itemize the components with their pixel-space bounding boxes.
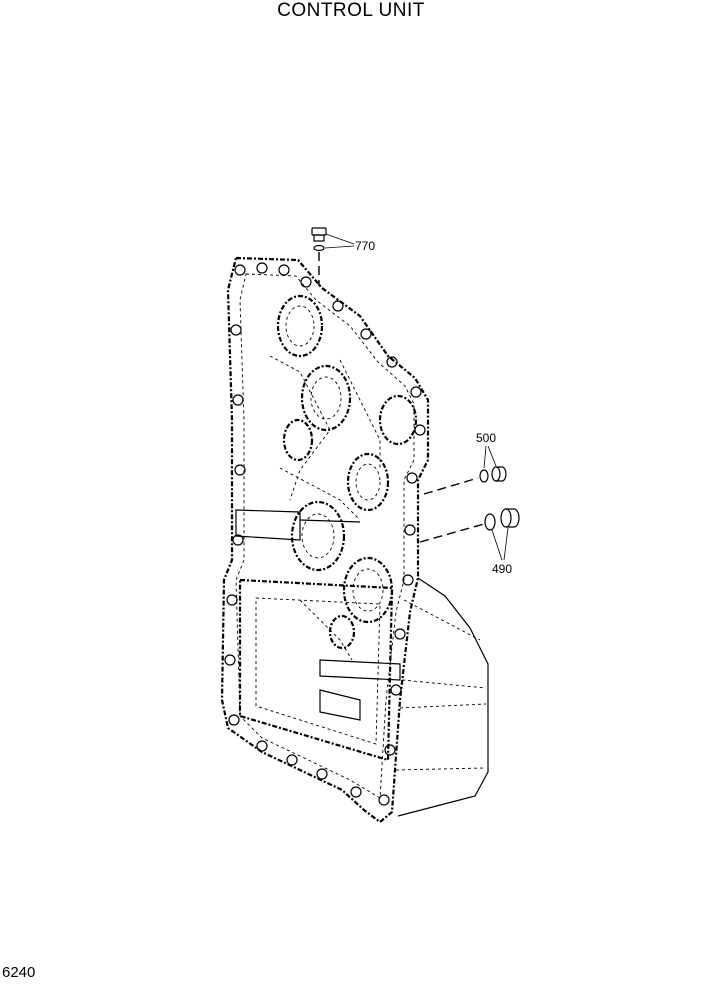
part-770-plug (311, 227, 355, 286)
callout-500: 500 (476, 431, 497, 445)
control-unit-housing (220, 256, 489, 824)
part-500-plug (423, 445, 507, 495)
callout-490: 490 (492, 562, 513, 576)
bolt-holes (224, 262, 426, 806)
page-title: CONTROL UNIT (277, 0, 425, 21)
page-number: 6240 (2, 964, 36, 981)
callout-770: 770 (355, 239, 376, 253)
part-490-plug (419, 508, 520, 561)
bearing-bores (276, 294, 418, 650)
